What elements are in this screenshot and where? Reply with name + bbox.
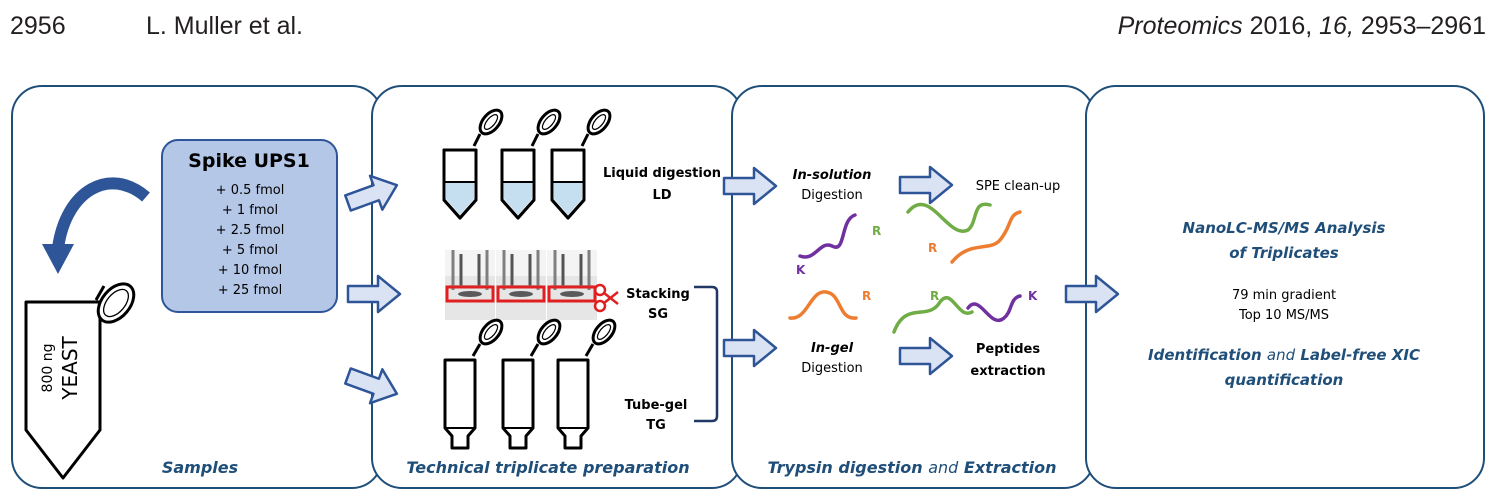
spike-amount: + 1 fmol (222, 203, 278, 218)
panel-digestion (731, 85, 1095, 489)
journal-volume: 16, (1319, 12, 1354, 40)
method-stacking-name: Stacking (626, 287, 690, 302)
amino-acid-labels: R R K R R K (796, 224, 1038, 303)
yeast-tube (24, 300, 102, 480)
running-authors: L. Muller et al. (146, 12, 304, 40)
spike-amount-list: + 0.5 fmol + 1 fmol + 2.5 fmol + 5 fmol … (216, 183, 285, 298)
residue-label: R (930, 289, 939, 303)
journal-citation: Proteomics 2016, 16, 2953–2961 (1118, 12, 1486, 41)
analysis-ident: Identification and Label-free XIC (1148, 346, 1420, 364)
insolution-italic: In-solution (793, 168, 872, 183)
curved-arrow-head (42, 244, 74, 274)
analysis-top: Top 10 MS/MS (1238, 308, 1329, 323)
digestion-title: Trypsin digestion and Extraction (767, 458, 1056, 477)
spike-amount: + 2.5 fmol (216, 223, 285, 238)
spe-cleanup: SPE clean-up (976, 179, 1061, 194)
yeast-tube-hinge (94, 285, 106, 301)
peptides-line1: Peptides (976, 342, 1040, 357)
residue-label: K (1028, 289, 1038, 303)
digestion-title-and: and (928, 458, 959, 477)
stacking-gel (443, 248, 497, 322)
journal-year: 2016, (1249, 12, 1313, 40)
peptide-purple-top (798, 213, 857, 259)
ingel-italic: In-gel (811, 341, 854, 356)
residue-label: R (862, 289, 871, 303)
gel-bracket (694, 285, 719, 423)
tube-amount: 800 ng (40, 344, 56, 393)
journal-pages: 2953–2961 (1360, 12, 1486, 40)
analysis-gradient: 79 min gradient (1232, 288, 1336, 303)
journal-name: Proteomics (1117, 12, 1243, 40)
digestion-title-a: Trypsin digestion (767, 458, 922, 477)
page-number: 2956 (10, 12, 66, 40)
spike-title: Spike UPS1 (188, 150, 310, 172)
peptide-green-top (906, 202, 992, 233)
spike-box (161, 139, 338, 313)
analysis-quant: quantification (1225, 371, 1344, 389)
peptide-orange-top (950, 210, 1022, 264)
digestion-title-b: Extraction (964, 458, 1057, 477)
spike-amount: + 0.5 fmol (216, 183, 285, 198)
tube-label: YEAST (58, 335, 82, 400)
panel-analysis (1085, 85, 1485, 489)
analysis-title-2: of Triplicates (1229, 244, 1339, 262)
scissors-icon (593, 283, 619, 313)
analysis-ident-and: and (1267, 346, 1296, 364)
stacking-gel (545, 248, 599, 322)
peptides-line2: extraction (970, 364, 1045, 379)
peptide-fragments (788, 202, 1022, 334)
samples-title: Samples (162, 458, 238, 477)
ingel-word: Digestion (801, 361, 863, 376)
analysis-ident-a: Identification (1148, 346, 1262, 364)
spike-amount: + 10 fmol (218, 263, 283, 278)
method-liquid-name: Liquid digestion (603, 166, 721, 181)
residue-label: K (796, 263, 806, 277)
residue-label: R (928, 241, 937, 255)
yeast-tube-cap (96, 282, 136, 324)
method-liquid-abbr: LD (652, 188, 671, 203)
stacking-gel (494, 248, 548, 322)
residue-label: R (872, 224, 881, 238)
method-tubegel-name: Tube-gel (625, 398, 688, 413)
method-tubegel-abbr: TG (646, 418, 666, 433)
method-stacking-abbr: SG (648, 307, 668, 322)
analysis-ident-b: Label-free XIC (1300, 346, 1420, 364)
peptide-orange-mid (788, 290, 858, 320)
preparation-title: Technical triplicate preparation (406, 458, 689, 477)
insolution-word: Digestion (801, 188, 863, 203)
spike-amount: + 5 fmol (222, 243, 278, 258)
analysis-title-1: NanoLC-MS/MS Analysis (1183, 219, 1386, 237)
peptide-purple-mid (966, 294, 1022, 323)
yeast-tube-cap-inner (102, 288, 130, 318)
peptide-green-mid (892, 296, 974, 334)
curved-arrow (52, 177, 150, 249)
spike-amount: + 25 fmol (218, 283, 283, 298)
